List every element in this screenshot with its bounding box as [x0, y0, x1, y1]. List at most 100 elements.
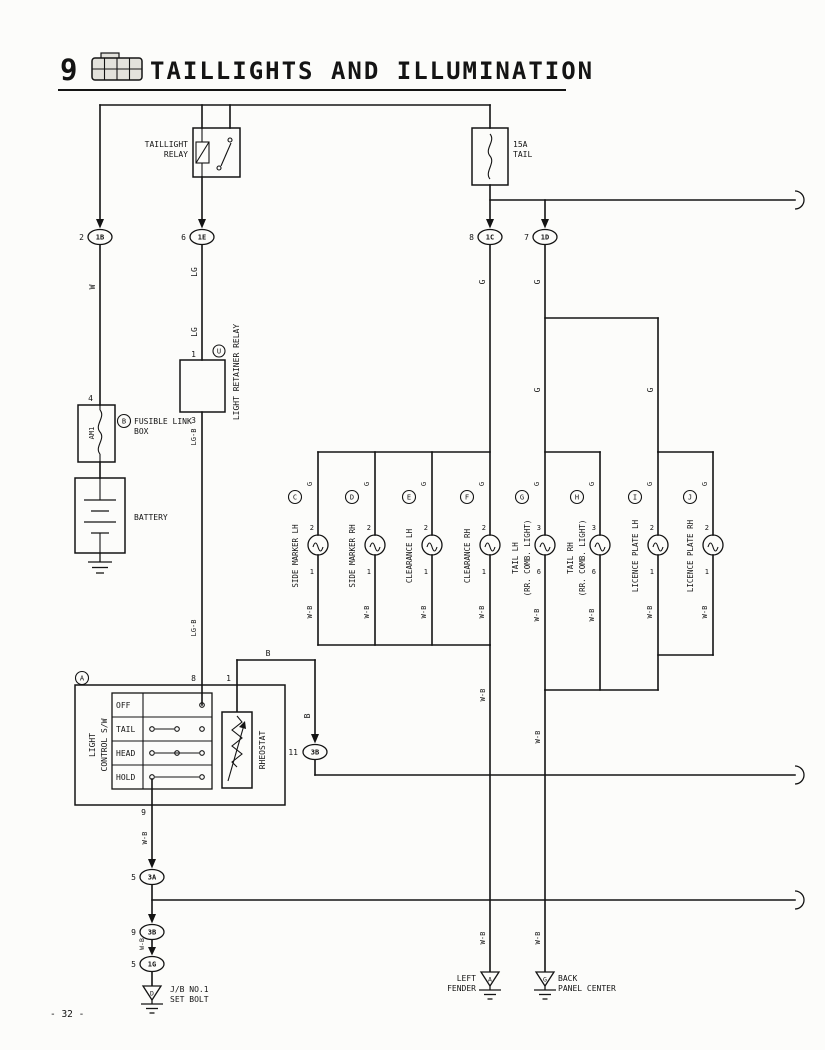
connector-oval — [139, 955, 165, 973]
wire-label-g: G — [701, 482, 709, 486]
component-label: BATTERY — [134, 513, 168, 522]
light-control-switch: A LIGHT CONTROL S/W OFF TAIL HEAD HOLD 8… — [74, 670, 286, 817]
bulb-name: CLEARANCE RH — [463, 528, 472, 583]
bulb-symbol — [307, 534, 329, 556]
ground-label: PANEL CENTER — [558, 984, 616, 993]
connector-arrow — [148, 947, 156, 956]
wire-label-g: G — [363, 482, 371, 486]
bulb-symbol — [534, 534, 556, 556]
wire-label-wb: W-B — [478, 606, 486, 619]
retainer-relay-outline — [179, 359, 226, 413]
terminal-number: 1 — [367, 568, 371, 576]
terminal-number: 2 — [424, 524, 428, 532]
bulb-licence-plate-lh: I LICENCE PLATE LH 2 1 G W-B — [627, 482, 669, 618]
connector-oval — [532, 228, 558, 246]
component-id: J — [688, 494, 692, 502]
component-id-circle — [569, 489, 585, 505]
terminal-number: 1 — [650, 568, 654, 576]
relay-coil — [195, 141, 210, 164]
ground-id: G — [543, 976, 547, 984]
connector-pin: 6 — [181, 233, 186, 242]
fuse-outline — [471, 127, 509, 186]
wire-label-wb: W-B — [363, 606, 371, 619]
connector-arrow — [311, 734, 319, 744]
switch-contact — [199, 750, 205, 756]
switch-contact — [149, 750, 155, 756]
bulb-name: SIDE MARKER RH — [348, 524, 357, 588]
wire-label-w: W — [88, 284, 97, 289]
component-id: B — [122, 418, 126, 426]
ground-left-fender: A LEFT FENDER — [447, 971, 501, 1000]
bulb-side-marker-rh: D SIDE MARKER RH 2 1 G W-B — [344, 482, 386, 619]
wire-label-wb: W-B — [588, 609, 596, 622]
wire-label-wb: W-B — [701, 606, 709, 619]
terminal-number: 4 — [88, 394, 93, 403]
wire-harness — [99, 104, 796, 987]
terminal-number: 2 — [310, 524, 314, 532]
relay-contact — [227, 137, 233, 143]
terminal-number: 8 — [191, 674, 196, 683]
component-label: CONTROL S/W — [100, 718, 109, 771]
component-id-circle — [627, 489, 643, 505]
terminal-number: 1 — [482, 568, 486, 576]
page-title: TAILLIGHTS AND ILLUMINATION — [150, 57, 594, 85]
wire-label-lg: LG — [190, 327, 199, 337]
component-label: LIGHT RETAINER RELAY — [232, 324, 241, 421]
edge-connectors — [794, 190, 805, 910]
terminal-number: 3 — [191, 416, 196, 425]
connector-7-1d: 1D 7 — [524, 219, 558, 246]
component-id: C — [293, 494, 297, 502]
connector-oval — [477, 228, 503, 246]
component-id-circle — [116, 413, 132, 429]
edge-connector-icon — [794, 890, 805, 910]
wire-label-wb: W-B — [479, 932, 487, 945]
connector-5-1g: 1G 5 — [131, 947, 165, 973]
ground-back-panel-center: G BACK PANEL CENTER — [534, 971, 616, 1000]
bulb-name: LICENCE PLATE RH — [686, 519, 695, 592]
connector-pin: 9 — [131, 928, 136, 937]
wire-label-wb: W-B — [138, 938, 146, 950]
terminal-number: 2 — [482, 524, 486, 532]
connector-arrow — [148, 859, 156, 869]
connector-9-3b: 3B 9 — [131, 914, 165, 941]
wire-label-g: G — [646, 387, 655, 392]
connector-2-1b: 1B 2 — [79, 219, 113, 246]
wire-label-g: G — [478, 482, 486, 486]
fuse-element — [487, 133, 493, 180]
connector-5-3a: 3A 5 — [131, 859, 165, 886]
bulb-tail-lh: G TAIL LH (RR. COMB. LIGHT) 3 6 G W-B — [511, 482, 556, 621]
connector-code: 1C — [486, 234, 494, 242]
terminal-number: 1 — [191, 350, 196, 359]
wire-label-wb: W-B — [306, 606, 314, 619]
ground-triangle — [534, 971, 556, 988]
bulb-symbol — [589, 534, 611, 556]
battery: BATTERY — [74, 477, 168, 574]
rheostat: RHEOSTAT — [221, 711, 267, 789]
switch-position: HOLD — [116, 773, 135, 782]
wire-label-g: G — [533, 482, 541, 486]
terminal-number: 3 — [537, 524, 541, 532]
relay-coil-hatch — [195, 141, 210, 164]
bulb-filament — [312, 542, 324, 552]
wire-label-lg: LG — [190, 267, 199, 277]
component-id: F — [465, 494, 469, 502]
connector-8-1c: 1C 8 — [469, 219, 503, 246]
connector-pin: 7 — [524, 233, 529, 242]
component-id-circle — [514, 489, 530, 505]
terminal-number: 6 — [592, 568, 596, 576]
wire-label-wb: W-B — [534, 731, 542, 744]
connector-oval — [139, 868, 165, 886]
relay-contact — [216, 165, 222, 171]
connector-code: 1E — [198, 234, 206, 242]
connector-pin: 5 — [131, 873, 136, 882]
terminal-number: 1 — [705, 568, 709, 576]
component-id: A — [80, 675, 85, 683]
edge-connector-icon — [794, 190, 805, 210]
terminal-number: 1 — [424, 568, 428, 576]
terminal-number: 3 — [592, 524, 596, 532]
wire-label-wb: W-B — [420, 606, 428, 619]
wire-label-lgb: LG-B — [190, 429, 198, 446]
terminal-number: 9 — [141, 808, 146, 817]
component-id: I — [633, 494, 637, 502]
wire-label-wb: W-B — [141, 832, 149, 845]
